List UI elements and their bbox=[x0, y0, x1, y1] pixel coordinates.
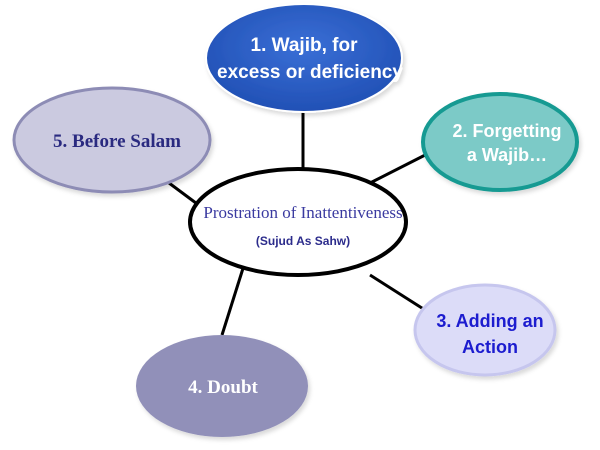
node-3-adding-action: 3. Adding an Action bbox=[413, 283, 557, 377]
connector-3 bbox=[369, 273, 426, 312]
node-1-shape bbox=[205, 3, 403, 113]
node-1-line1: 1. Wajib, for bbox=[251, 35, 359, 56]
node-1-wajib: 1. Wajib, for excess or deficiency bbox=[205, 3, 403, 113]
center-shape bbox=[188, 167, 408, 277]
center-subtitle: (Sujud As Sahw) bbox=[256, 234, 350, 248]
node-2-line1: 2. Forgetting bbox=[453, 121, 562, 141]
node-2-line2: a Wajib… bbox=[467, 145, 547, 165]
center-node: Prostration of Inattentiveness (Sujud As… bbox=[188, 167, 408, 277]
node-1-line2: excess or deficiency bbox=[217, 62, 403, 83]
node-4-shape bbox=[136, 335, 308, 437]
node-5-shape bbox=[12, 86, 212, 194]
node-3-line2: Action bbox=[462, 337, 518, 357]
connector-4 bbox=[220, 261, 247, 336]
node-5-label: 5. Before Salam bbox=[53, 131, 181, 152]
center-title: Prostration of Inattentiveness bbox=[203, 203, 402, 222]
node-3-shape bbox=[413, 283, 557, 377]
node-4-label: 4. Doubt bbox=[188, 377, 258, 398]
node-2-shape bbox=[421, 92, 579, 192]
node-4-doubt: 4. Doubt bbox=[136, 335, 308, 437]
node-5-before-salam: 5. Before Salam bbox=[12, 86, 212, 194]
node-3-line1: 3. Adding an bbox=[436, 311, 543, 331]
node-2-forgetting: 2. Forgetting a Wajib… bbox=[421, 92, 579, 192]
